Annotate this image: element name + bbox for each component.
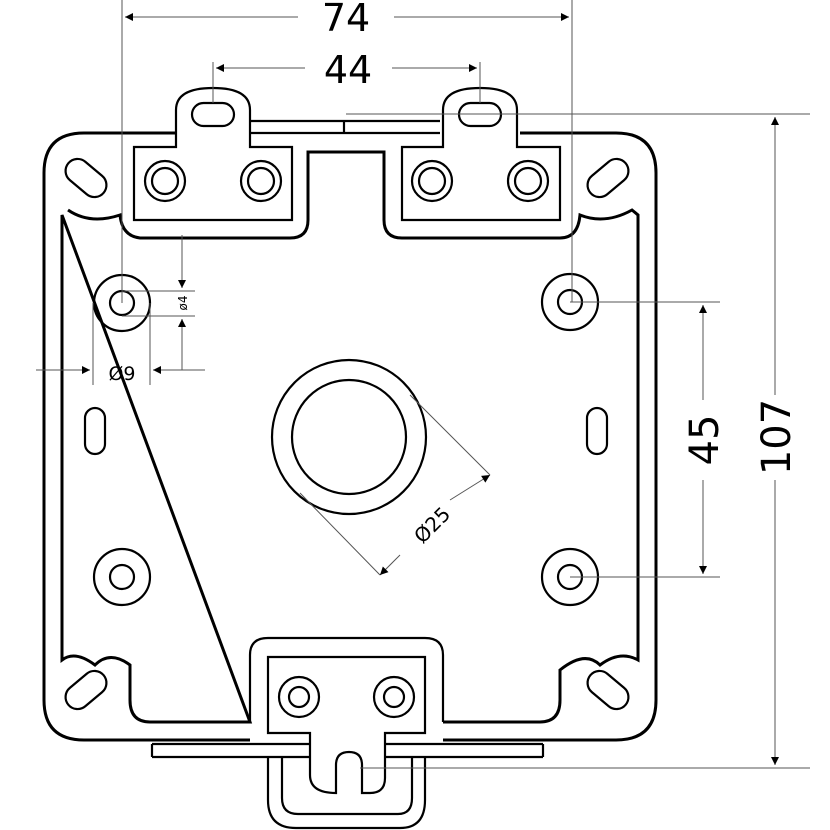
side-slot-left [83, 406, 107, 456]
enclosure-outer-outline [42, 131, 658, 742]
mounting-slot [190, 101, 236, 128]
center-hole [270, 358, 428, 516]
top-right-bracket [400, 86, 562, 222]
bottom-bracket [150, 636, 545, 830]
corner-slots [64, 157, 630, 711]
dim-boss-diameter: Ø9 [108, 363, 135, 385]
dimension-lines [36, 0, 810, 768]
dim-overall-width: 74 [322, 0, 370, 40]
mounting-bosses [92, 272, 600, 607]
top-rail [250, 119, 440, 135]
top-left-bracket [132, 86, 294, 222]
dim-center-hole-diameter: Ø25 [409, 502, 455, 548]
dim-overall-height: 107 [754, 399, 800, 475]
enclosure-inner-outline [60, 150, 640, 724]
dim-tab-spacing: 44 [324, 48, 372, 92]
side-slot-right [585, 406, 609, 456]
dim-hole-spacing: 45 [682, 415, 728, 466]
dim-hole-diameter: ø4 [176, 296, 190, 311]
